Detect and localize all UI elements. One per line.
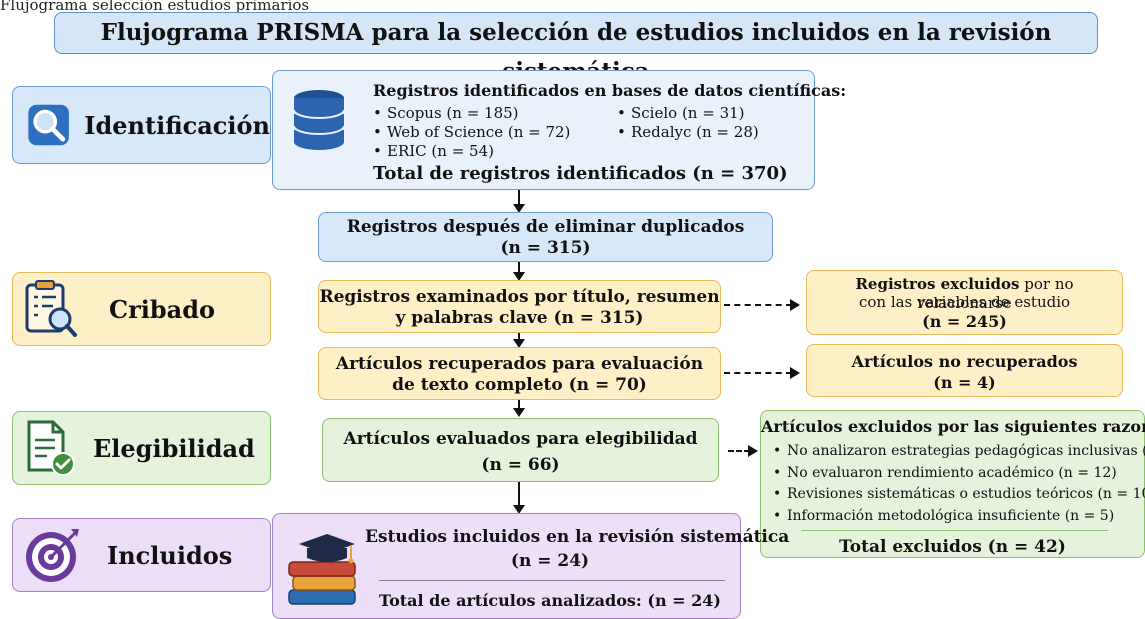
list-item: Información metodológica insuficiente (n…	[773, 506, 1145, 528]
arrow-down	[513, 262, 525, 281]
included-line1: Estudios incluidos en la revisión sistem…	[365, 527, 790, 547]
target-arrow-icon	[26, 529, 79, 582]
stage-identificacion: Identificación	[12, 86, 271, 164]
dashed-arrow-right	[724, 367, 800, 379]
included-total: Total de artículos analizados: (n = 24)	[379, 591, 721, 610]
arrow-down	[513, 190, 525, 213]
list-item: No evaluaron rendimiento académico (n = …	[773, 463, 1145, 485]
screened-records-box: Registros examinados por título, resumen…	[318, 280, 721, 333]
arrow-down	[513, 482, 525, 514]
document-check-icon	[27, 420, 75, 476]
clipboard-search-icon	[25, 280, 77, 337]
excluded-screening-line1: Registros excluidos por no relacionarse	[807, 275, 1122, 313]
identified-total: Total de registros identificados (n = 37…	[373, 163, 788, 184]
database-list-left: Scopus (n = 185) Web of Science (n = 72)…	[373, 104, 570, 161]
stage-cribado: Cribado	[12, 272, 271, 346]
duplicates-line1: Registros después de eliminar duplicados	[346, 217, 745, 237]
retrieved-line1: Artículos recuperados para evaluación	[335, 354, 704, 374]
stage-elegibilidad: Elegibilidad	[12, 411, 271, 485]
excluded-screening-line3: (n = 245)	[922, 312, 1007, 331]
magnifier-icon	[28, 104, 69, 146]
list-item: Redalyc (n = 28)	[617, 123, 759, 142]
excluded-reasons-total: Total excluidos (n = 42)	[839, 537, 1066, 557]
list-item: Revisiones sistemáticas o estudios teóri…	[773, 484, 1145, 506]
stage-label-cribado: Cribado	[109, 294, 215, 324]
stage-incluidos: Incluidos	[12, 518, 271, 592]
list-item: No analizaron estrategias pedagógicas in…	[773, 441, 1145, 463]
divider	[801, 530, 1108, 531]
stage-label-incluidos: Incluidos	[107, 540, 233, 570]
figure-caption: Flujograma selección estudios primarios	[0, 0, 310, 14]
stage-label-elegibilidad: Elegibilidad	[93, 433, 255, 463]
excluded-screening-rest: por no relacionarse	[917, 275, 1074, 312]
excluded-reasons-box: Artículos excluidos por las siguientes r…	[760, 410, 1145, 558]
included-studies-box: Estudios incluidos en la revisión sistem…	[272, 513, 790, 619]
retrieved-line2: de texto completo (n = 70)	[392, 375, 647, 395]
screened-line1: Registros examinados por título, resumen	[319, 287, 720, 307]
database-icon	[293, 90, 345, 150]
screened-line2: y palabras clave (n = 315)	[395, 308, 644, 328]
not-retrieved-box: Artículos no recuperados (n = 4)	[806, 344, 1123, 397]
list-item: Scielo (n = 31)	[617, 104, 759, 123]
dashed-arrow-right	[724, 299, 800, 311]
eligibility-line1: Artículos evaluados para elegibilidad	[343, 429, 698, 449]
divider	[379, 580, 725, 581]
list-item: Scopus (n = 185)	[373, 104, 570, 123]
not-retrieved-line1: Artículos no recuperados	[851, 352, 1078, 371]
included-line2: (n = 24)	[510, 551, 590, 571]
database-list-right: Scielo (n = 31) Redalyc (n = 28)	[617, 104, 759, 142]
duplicates-line2: (n = 315)	[500, 238, 591, 258]
excluded-screening-line2: con las variables de estudio	[858, 293, 1071, 311]
stage-label-identificacion: Identificación	[84, 110, 270, 140]
excluded-screening-box: Registros excluidos por no relacionarse …	[806, 270, 1123, 335]
list-item: Web of Science (n = 72)	[373, 123, 570, 142]
diagram-title: Flujograma PRISMA para la selección de e…	[54, 12, 1098, 85]
identified-heading: Registros identificados en bases de dato…	[373, 81, 847, 100]
arrow-down	[513, 400, 525, 417]
excluded-reasons-heading: Artículos excluidos por las siguientes r…	[761, 417, 1145, 436]
books-graduation-cap-icon	[288, 534, 356, 605]
arrow-down	[513, 333, 525, 348]
eligibility-box: Artículos evaluados para elegibilidad (n…	[322, 418, 719, 482]
eligibility-line2: (n = 66)	[481, 455, 560, 475]
identified-records-box: Registros identificados en bases de dato…	[272, 70, 846, 190]
dashed-arrow-right	[728, 445, 758, 457]
excluded-screening-bold: Registros excluidos	[855, 275, 1020, 293]
list-item: ERIC (n = 54)	[373, 142, 570, 161]
duplicates-removed-box: Registros después de eliminar duplicados…	[318, 212, 773, 262]
excluded-reasons-list: No analizaron estrategias pedagógicas in…	[773, 441, 1145, 527]
not-retrieved-line2: (n = 4)	[933, 373, 996, 392]
retrieved-box: Artículos recuperados para evaluación de…	[318, 347, 721, 400]
